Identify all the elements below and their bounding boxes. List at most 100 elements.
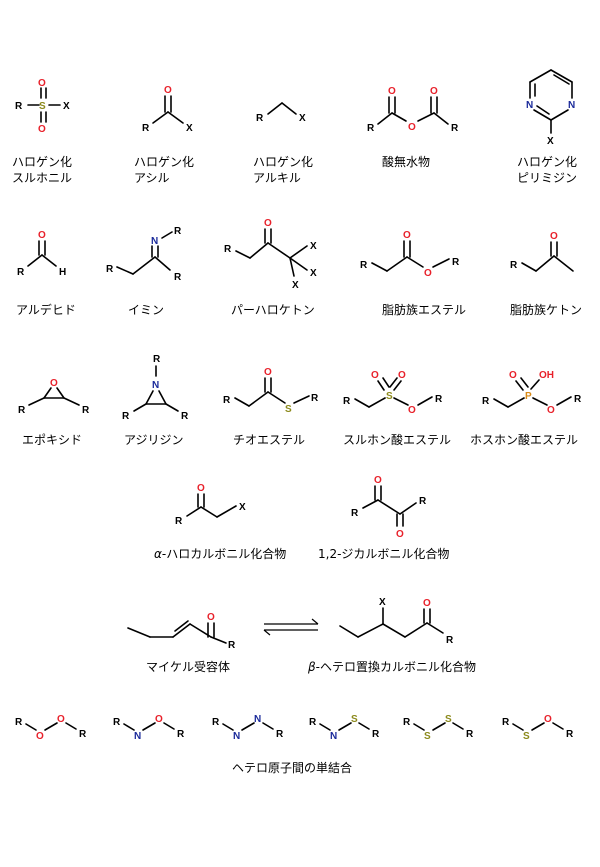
structure-aliphatic-ester: R O O R bbox=[360, 230, 460, 279]
structure-acyl-halide: R O X bbox=[142, 85, 193, 134]
atom-o: O bbox=[36, 731, 44, 742]
label-anhydride: 酸無水物 bbox=[382, 154, 430, 169]
label-acyl-halide-line1: ハロゲン化 bbox=[134, 155, 194, 169]
atom-x: X bbox=[239, 502, 246, 513]
label-heteroatom-single-bond: ヘテロ原子間の単結合 bbox=[232, 760, 352, 775]
atom-x: X bbox=[63, 101, 70, 112]
atom-r: R bbox=[153, 354, 161, 365]
structure-aldehyde: R O H bbox=[17, 230, 66, 278]
atom-o: O bbox=[403, 230, 411, 241]
label-thioester: チオエステル bbox=[233, 433, 305, 447]
atom-x: X bbox=[292, 280, 299, 291]
atom-r: R bbox=[106, 264, 114, 275]
label-sulfonate-ester: スルホン酸エステル bbox=[343, 432, 451, 447]
atom-o: O bbox=[155, 714, 163, 725]
atom-r: R bbox=[466, 729, 474, 740]
atom-o: O bbox=[396, 529, 404, 540]
atom-h: H bbox=[59, 267, 66, 278]
atom-x: X bbox=[186, 123, 193, 134]
atom-r: R bbox=[174, 272, 182, 283]
atom-s: S bbox=[351, 714, 358, 725]
atom-r: R bbox=[181, 411, 189, 422]
atom-o: O bbox=[197, 483, 205, 494]
label-michael-acceptor: マイケル受容体 bbox=[146, 659, 230, 674]
atom-o: O bbox=[430, 86, 438, 97]
atom-s: S bbox=[523, 731, 530, 742]
atom-s: S bbox=[445, 714, 452, 725]
atom-n: N bbox=[526, 100, 533, 111]
atom-r: R bbox=[574, 394, 582, 405]
structure-imine: R N R R bbox=[106, 226, 182, 283]
atom-r: R bbox=[113, 717, 121, 728]
atom-n: N bbox=[254, 714, 261, 725]
atom-x: X bbox=[547, 136, 554, 147]
atom-r: R bbox=[212, 717, 220, 728]
label-acyl-halide-line2: アシル bbox=[134, 171, 170, 185]
atom-r: R bbox=[351, 508, 359, 519]
label-alpha-greek: α bbox=[154, 547, 162, 561]
atom-o: O bbox=[374, 475, 382, 486]
label-sulfonyl-halide-line1: ハロゲン化 bbox=[12, 155, 72, 169]
atom-n: N bbox=[134, 731, 141, 742]
atom-r: R bbox=[309, 717, 317, 728]
structure-beta-hetero-carbonyl: X O R bbox=[339, 597, 454, 646]
structure-n-s-bond: R N S R bbox=[309, 714, 380, 742]
atom-x: X bbox=[310, 268, 317, 279]
atom-o: O bbox=[550, 231, 558, 242]
structure-thioester: R O S R bbox=[223, 367, 319, 415]
atom-r: R bbox=[228, 640, 236, 651]
atom-r: R bbox=[446, 635, 454, 646]
label-epoxide: エポキシド bbox=[22, 433, 82, 447]
atom-r: R bbox=[15, 717, 23, 728]
structure-n-n-bond: R N N R bbox=[212, 714, 284, 742]
atom-r: R bbox=[360, 260, 368, 271]
atom-o: O bbox=[264, 218, 272, 229]
equilibrium-arrows bbox=[263, 618, 319, 636]
atom-r: R bbox=[18, 405, 26, 416]
label-perhaloketone: パーハロケトン bbox=[231, 303, 315, 317]
atom-o: O bbox=[371, 370, 379, 381]
atom-r: R bbox=[367, 123, 375, 134]
structure-perhaloketone: R O X X X bbox=[224, 218, 317, 291]
atom-r: R bbox=[566, 729, 574, 740]
atom-n: N bbox=[152, 380, 159, 391]
atom-s: S bbox=[285, 404, 292, 415]
label-alpha-text: -ハロカルボニル化合物 bbox=[162, 546, 286, 561]
atom-n: N bbox=[330, 731, 337, 742]
atom-o: O bbox=[509, 370, 517, 381]
structure-epoxide: R O R bbox=[18, 378, 90, 416]
atom-r: R bbox=[311, 393, 319, 404]
atom-o: O bbox=[388, 86, 396, 97]
atom-o: O bbox=[547, 405, 555, 416]
label-beta-greek: β bbox=[307, 660, 316, 674]
atom-n: N bbox=[151, 236, 158, 247]
label-aliphatic-ester: 脂肪族エステル bbox=[382, 302, 466, 317]
atom-oh: OH bbox=[539, 370, 554, 381]
structure-s-o-bond: R S O R bbox=[502, 714, 574, 742]
label-alkyl-halide-line1: ハロゲン化 bbox=[253, 155, 313, 169]
atom-r: R bbox=[142, 123, 150, 134]
label-alkyl-halide-line2: アルキル bbox=[253, 171, 301, 185]
structure-aliphatic-ketone: R O bbox=[510, 231, 574, 272]
atom-o: O bbox=[424, 268, 432, 279]
atom-r: R bbox=[435, 394, 443, 405]
label-alpha-halo-carbonyl: α-ハロカルボニル化合物 bbox=[154, 546, 286, 561]
label-aziridine: アジリジン bbox=[124, 433, 184, 447]
atom-r: R bbox=[175, 516, 183, 527]
structure-n-o-bond: R N O R bbox=[113, 714, 185, 742]
structure-sulfonyl-halide: R S O O X bbox=[15, 78, 70, 135]
label-sulfonyl-halide-line2: スルホニル bbox=[12, 171, 72, 185]
atom-r: R bbox=[82, 405, 90, 416]
atom-n: N bbox=[233, 731, 240, 742]
atom-o: O bbox=[544, 714, 552, 725]
label-beta-text: -ヘテロ置換カルボニル化合物 bbox=[316, 659, 476, 674]
atom-s: S bbox=[39, 101, 46, 112]
atom-o: O bbox=[408, 405, 416, 416]
label-phosphonate-ester: ホスホン酸エステル bbox=[470, 432, 578, 447]
atom-o: O bbox=[164, 85, 172, 96]
structure-alpha-halo-carbonyl: R O X bbox=[175, 483, 246, 527]
atom-o: O bbox=[408, 122, 416, 133]
atom-s: S bbox=[386, 391, 393, 402]
atom-r: R bbox=[177, 729, 185, 740]
atom-r: R bbox=[502, 717, 510, 728]
